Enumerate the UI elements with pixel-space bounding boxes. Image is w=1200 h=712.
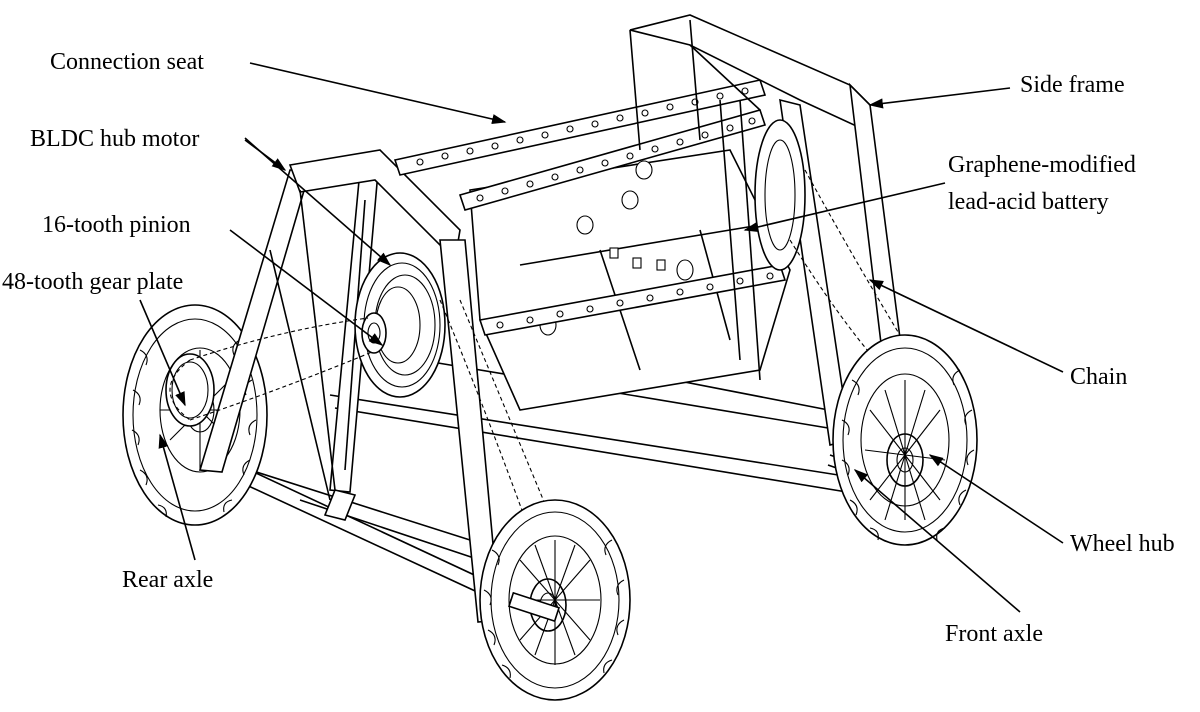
leader-lines	[139, 62, 1064, 613]
label-front-axle: Front axle	[945, 621, 1043, 647]
label-graphene-battery-line2: lead-acid battery	[948, 189, 1109, 215]
label-bldc-hub-motor: BLDC hub motor	[30, 126, 200, 152]
connection-seat	[393, 79, 787, 336]
right-motor	[754, 119, 806, 271]
leader-wheel-hub	[928, 454, 1064, 544]
leader-rear-axle	[158, 433, 196, 561]
label-pinion-16: 16-tooth pinion	[42, 212, 191, 238]
leader-graphene	[743, 182, 946, 232]
leader-pinion	[229, 229, 384, 346]
battery-box	[469, 149, 791, 411]
leader-side-frame	[868, 87, 1011, 109]
leader-chain	[868, 279, 1064, 373]
front-left-wheel	[479, 499, 631, 701]
label-rear-axle: Rear axle	[122, 567, 214, 593]
right-chain	[789, 169, 916, 366]
label-gear-plate-48: 48-tooth gear plate	[2, 269, 184, 295]
label-wheel-hub: Wheel hub	[1070, 531, 1175, 557]
leader-bldc-2	[244, 139, 287, 171]
gear-plate-48	[165, 353, 215, 427]
front-right-wheel	[832, 334, 978, 546]
label-chain: Chain	[1070, 364, 1128, 390]
leader-connection-seat	[249, 62, 507, 124]
rear-chain	[169, 317, 373, 421]
label-graphene-battery-line1: Graphene-modified	[948, 152, 1136, 178]
tire-tread-front-left	[483, 539, 625, 679]
leader-front-axle	[853, 469, 1021, 613]
label-connection-seat: Connection seat	[50, 49, 204, 75]
leader-bldc-1	[244, 137, 392, 266]
tire-tread-right	[841, 369, 975, 541]
label-side-frame: Side frame	[1020, 72, 1125, 98]
leader-gear-plate	[139, 299, 186, 407]
